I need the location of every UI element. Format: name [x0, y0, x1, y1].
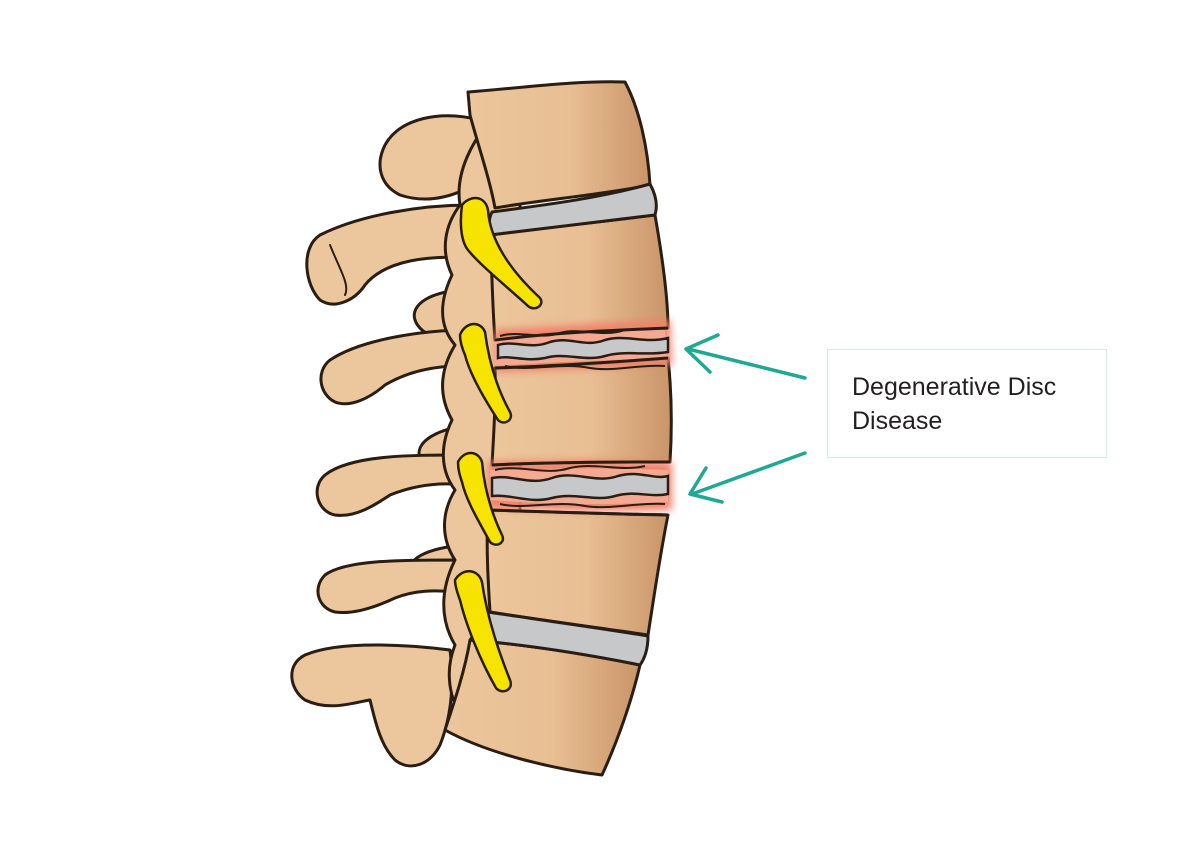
spinous-process-1 — [378, 114, 482, 201]
sacral-process — [290, 643, 454, 768]
nerve-root-1 — [459, 196, 543, 310]
nerve-root-4 — [453, 570, 513, 693]
callout-line-1: Degenerative Disc — [852, 373, 1057, 401]
callout-label: Degenerative Disc Disease — [852, 370, 1056, 438]
callout-box: Degenerative Disc Disease — [827, 349, 1107, 458]
callout-line-2: Disease — [852, 407, 943, 435]
arrow-icon — [684, 333, 807, 380]
transverse-process-4 — [316, 558, 457, 615]
vertebral-body-3 — [490, 356, 673, 467]
nerve-root-2 — [458, 322, 513, 424]
transverse-process-3 — [315, 453, 467, 517]
degenerated-disc-1 — [495, 320, 672, 372]
nerve-root-3 — [456, 451, 505, 546]
arrow-icon — [688, 451, 807, 504]
transverse-process-1 — [305, 203, 472, 306]
transverse-process-2 — [319, 328, 472, 406]
degenerated-disc-2 — [488, 460, 672, 512]
vertebral-body-1 — [466, 80, 652, 210]
